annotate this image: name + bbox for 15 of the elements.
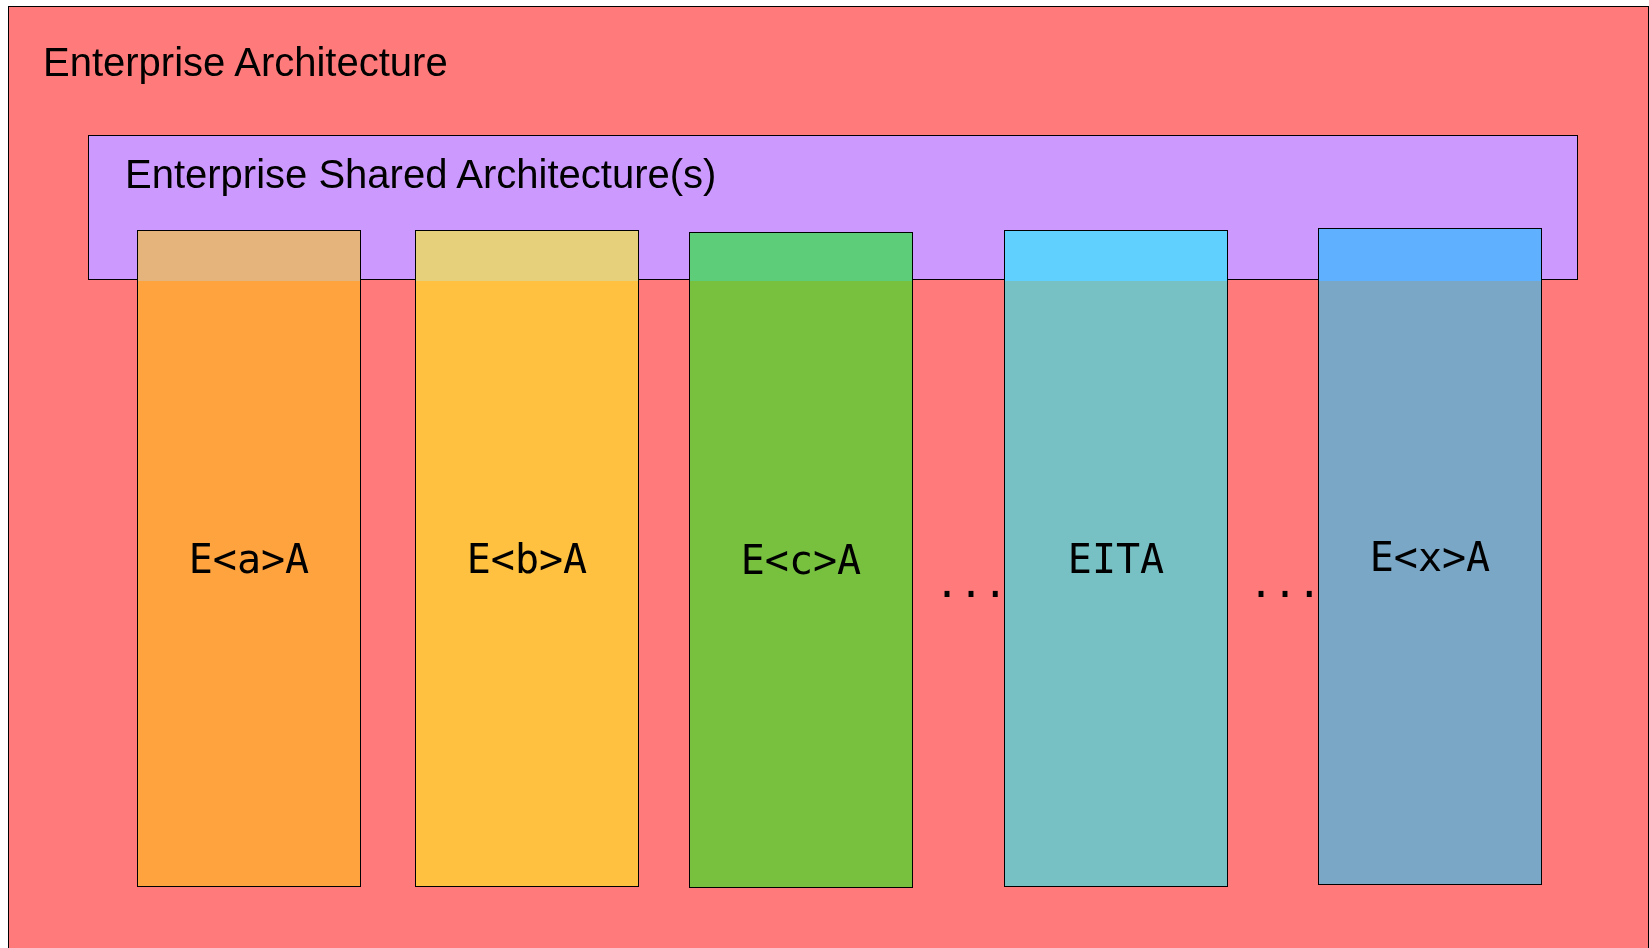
column-label: E<a>A	[188, 535, 310, 582]
column-label: E<b>A	[466, 535, 588, 582]
ellipsis-text: ...	[1249, 560, 1322, 606]
architecture-column	[1318, 228, 1542, 885]
column-label: E<x>A	[1369, 533, 1491, 580]
architecture-column	[137, 230, 361, 887]
band-title: Enterprise Shared Architecture(s)	[125, 152, 717, 197]
column-label: E<c>A	[740, 537, 862, 583]
ellipsis-text: ...	[935, 560, 1008, 606]
architecture-panel	[8, 6, 1649, 948]
architecture-column	[415, 230, 639, 887]
architecture-column	[1004, 230, 1228, 887]
panel-title: Enterprise Architecture	[43, 40, 448, 85]
architecture-column	[689, 232, 913, 888]
column-label: EITA	[1067, 535, 1165, 582]
